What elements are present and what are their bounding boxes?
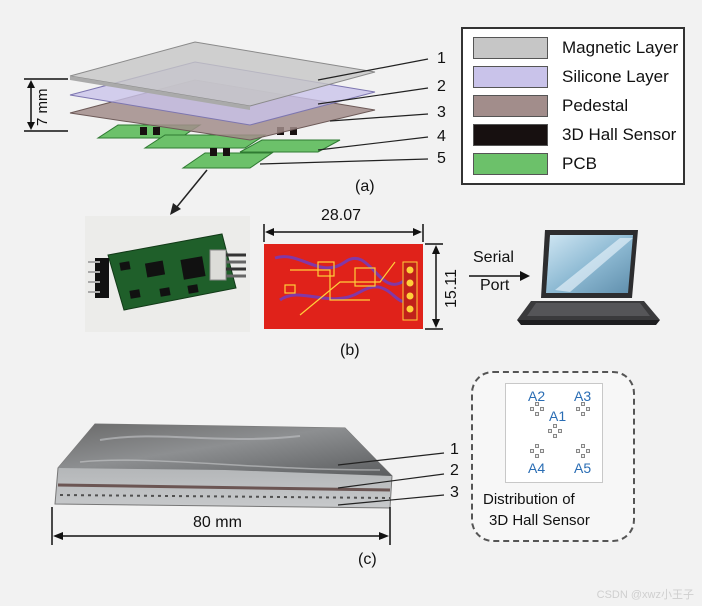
hall-sensor-1 (140, 127, 147, 135)
length-dimension (51, 507, 391, 545)
legend: Magnetic Layer Silicone Layer Pedestal 3… (461, 27, 685, 185)
layer-number-5: 5 (437, 150, 446, 167)
sensor-layout-area: A2 A3 A1 A4 A5 (505, 383, 603, 483)
thickness-label: 7 mm (34, 88, 51, 127)
legend-item-pcb: PCB (473, 152, 597, 176)
exploded-layer-stack (69, 41, 376, 169)
legend-item-pedestal: Pedestal (473, 94, 628, 118)
serial-port-label-line2: Port (480, 277, 510, 294)
legend-swatch (473, 95, 548, 117)
pcb-board-right (239, 139, 341, 153)
height-dimension (425, 243, 443, 330)
caption-b: (b) (340, 342, 360, 359)
slab-layer-number-3: 3 (450, 484, 459, 501)
laptop-icon (517, 230, 660, 325)
sensor-a2-marker (530, 402, 546, 418)
distribution-title-line2: 3D Hall Sensor (489, 512, 590, 529)
legend-swatch (473, 37, 548, 59)
pcb-photo (85, 216, 250, 332)
magnetic-layer-edge (70, 76, 250, 110)
sensor-label-a1: A1 (549, 408, 567, 424)
pcb-width-label: 28.07 (321, 207, 362, 224)
legend-label: Pedestal (562, 96, 629, 115)
pcb-board-bottom (181, 152, 274, 169)
serial-port-arrow (469, 271, 530, 281)
layer-number-1: 1 (437, 50, 446, 67)
sensor-label-a4: A4 (528, 460, 546, 476)
width-dimension (263, 224, 424, 242)
sensor-distribution-inset: A2 A3 A1 A4 A5 Distribution of 3D Hall S… (471, 371, 635, 542)
hall-sensor-6 (223, 148, 230, 156)
length-label: 80 mm (193, 514, 242, 531)
sensor-a4-marker (530, 444, 546, 460)
watermark: CSDN @xwz小王子 (596, 589, 694, 601)
hall-sensor-4 (290, 127, 297, 135)
caption-a: (a) (355, 178, 375, 195)
leader-lines-c (337, 452, 445, 506)
sensor-a5-marker (576, 444, 592, 460)
layer-number-3: 3 (437, 104, 446, 121)
legend-item-silicone-layer: Silicone Layer (473, 65, 669, 89)
legend-item-3d-hall-sensor: 3D Hall Sensor (473, 123, 676, 147)
leader-lines-a (259, 58, 429, 165)
layer-number-4: 4 (437, 128, 446, 145)
legend-label: 3D Hall Sensor (562, 125, 677, 144)
legend-label: Magnetic Layer (562, 38, 679, 57)
slab-layer-number-1: 1 (450, 441, 459, 458)
legend-swatch (473, 153, 548, 175)
sensor-a3-marker (576, 402, 592, 418)
hall-sensor-5 (210, 148, 217, 156)
layer-number-2: 2 (437, 78, 446, 95)
slab-layer-number-2: 2 (450, 462, 459, 479)
sensor-label-a3: A3 (574, 388, 592, 404)
legend-label: PCB (562, 154, 597, 173)
legend-label: Silicone Layer (562, 67, 669, 86)
legend-item-magnetic-layer: Magnetic Layer (473, 36, 678, 60)
sensor-a1-marker (548, 424, 564, 440)
legend-swatch (473, 124, 548, 146)
distribution-title-line1: Distribution of (483, 491, 575, 508)
pcb-layout (264, 244, 423, 329)
sensor-label-a2: A2 (528, 388, 546, 404)
hall-sensor-2 (153, 127, 160, 135)
thickness-dimension (24, 78, 68, 132)
caption-c: (c) (358, 551, 377, 568)
pcb-to-photo-arrow (170, 169, 208, 215)
legend-swatch (473, 66, 548, 88)
serial-port-label-line1: Serial (473, 249, 514, 266)
sensor-label-a5: A5 (574, 460, 592, 476)
pcb-height-label: 15.11 (443, 269, 460, 308)
sensor-slab-photo (54, 423, 393, 509)
